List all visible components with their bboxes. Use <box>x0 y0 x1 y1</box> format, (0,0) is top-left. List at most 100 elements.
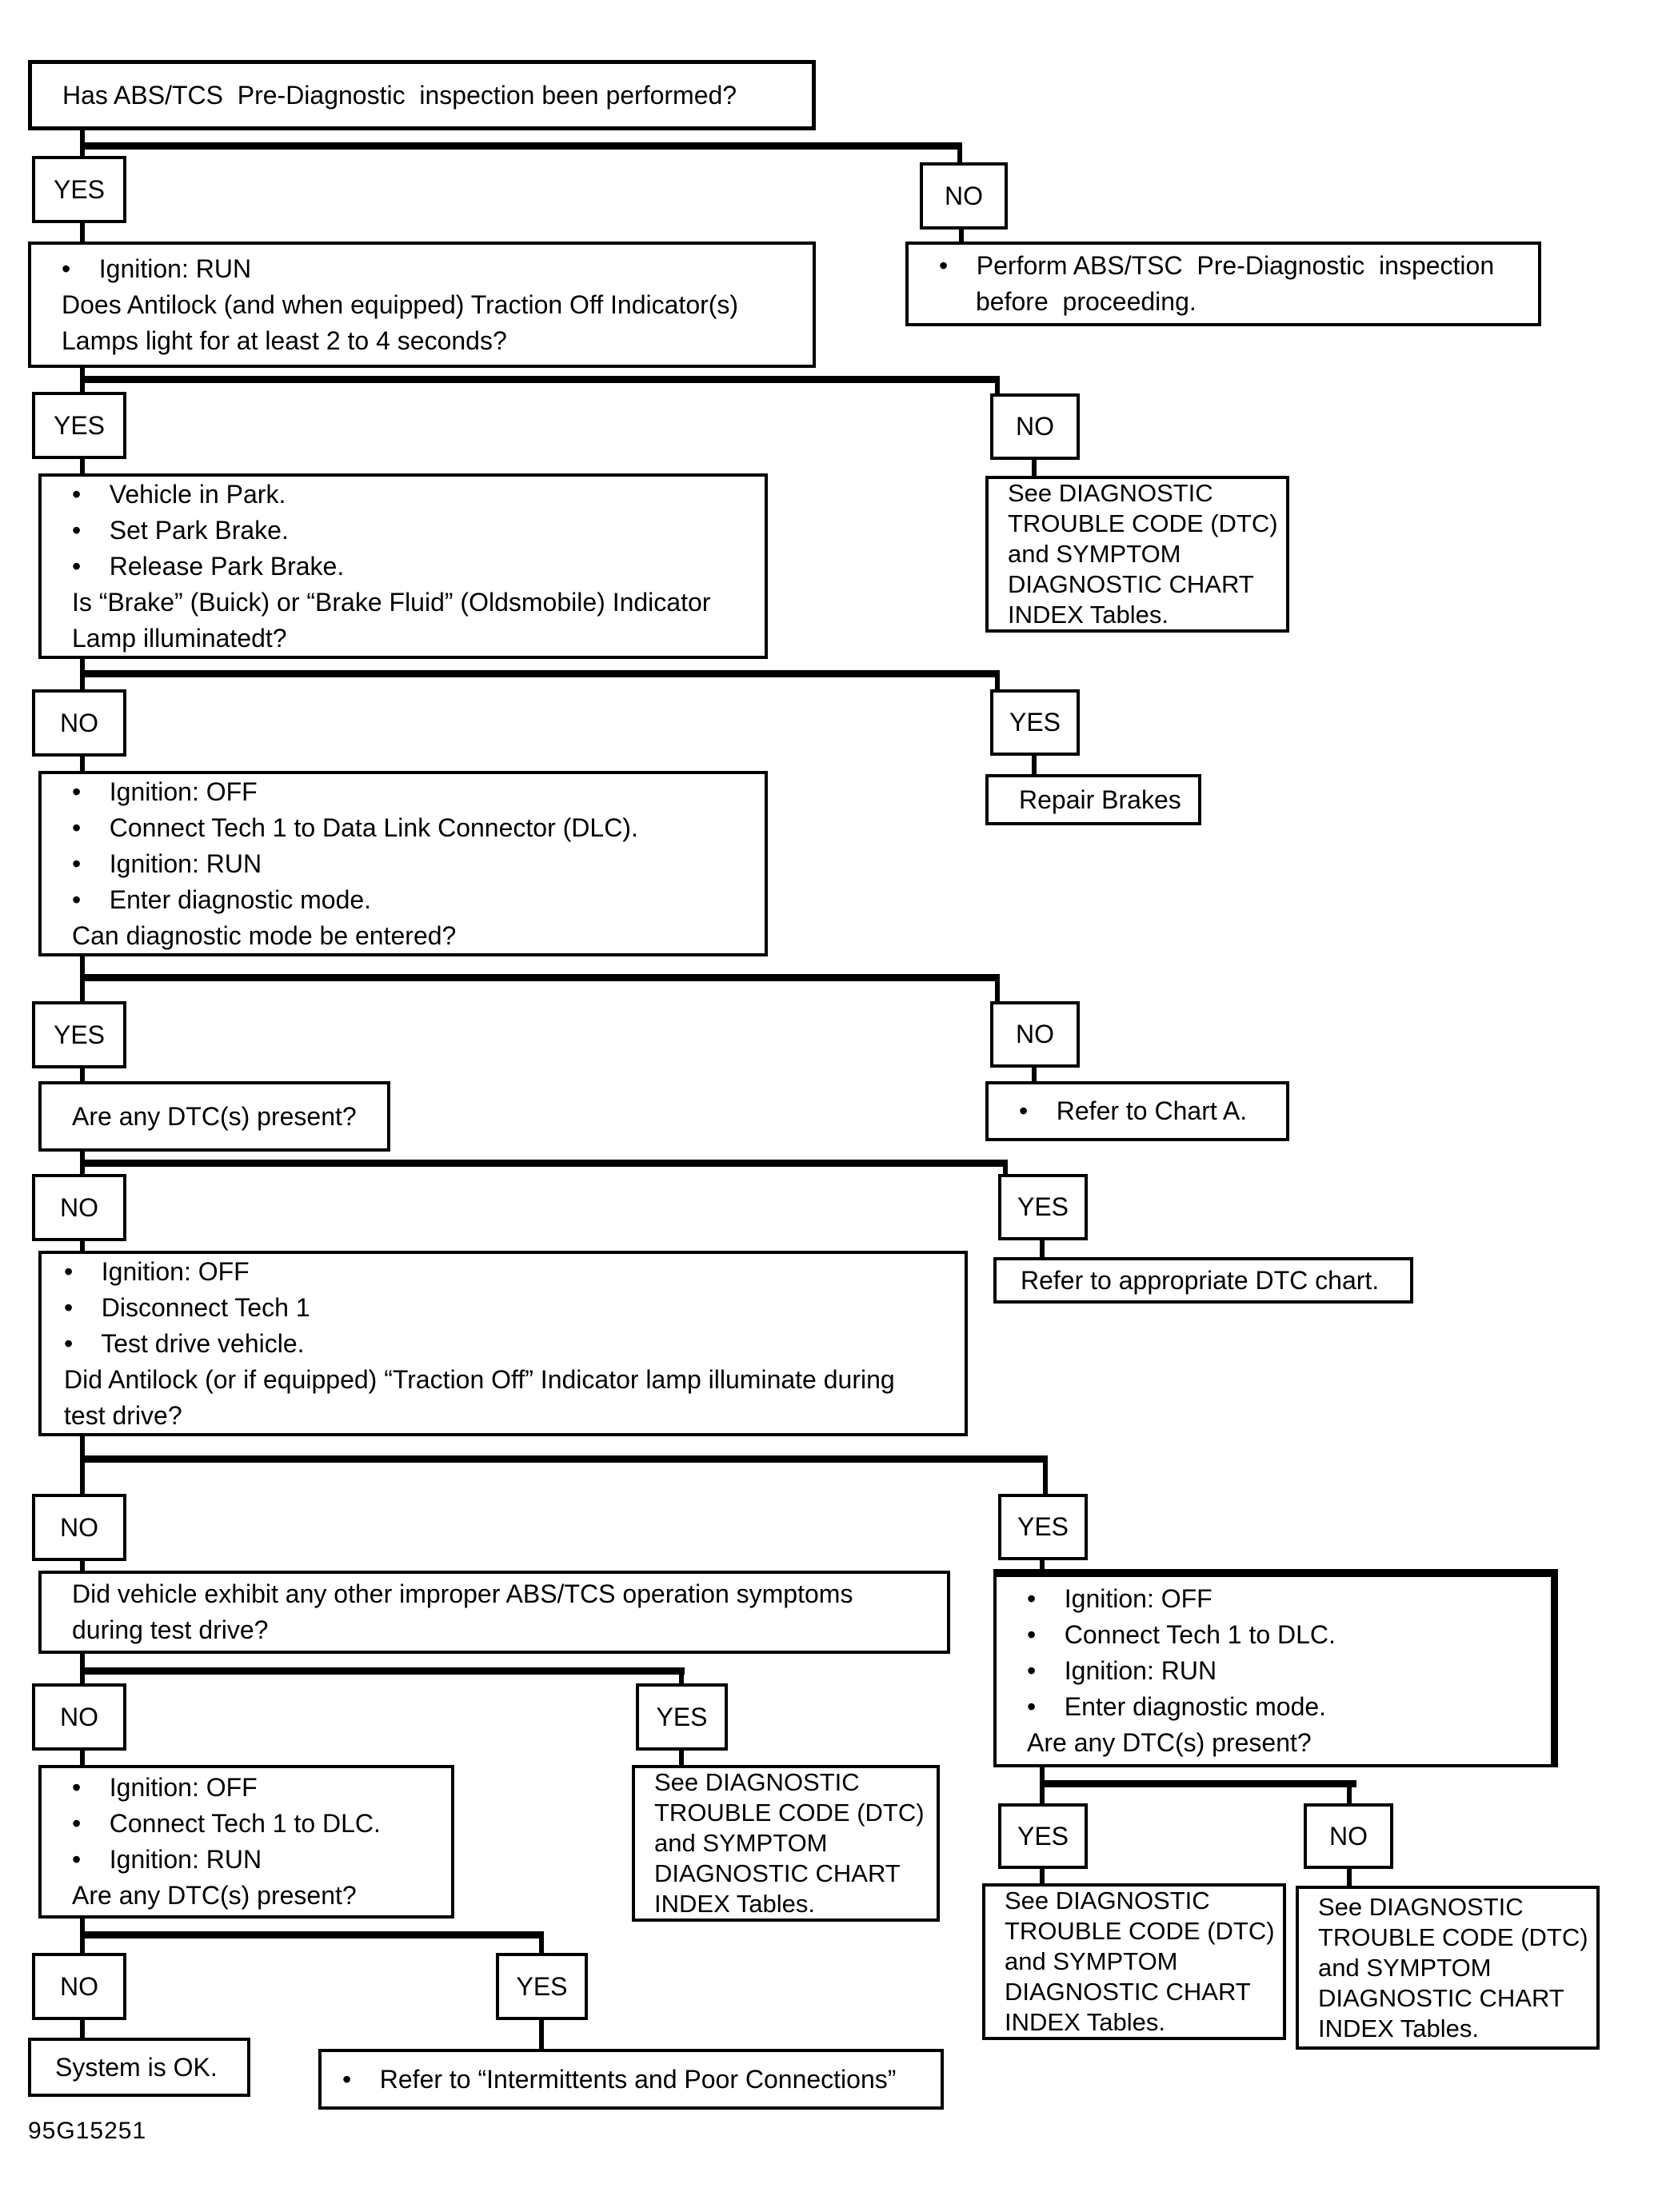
text-line: • Ignition: RUN <box>1027 1655 1217 1685</box>
text-line: and SYMPTOM <box>654 1829 828 1857</box>
text-line: • Connect Tech 1 to DLC. <box>72 1809 381 1838</box>
connector <box>1032 460 1037 476</box>
box-other-symptoms: Did vehicle exhibit any other improper A… <box>38 1571 950 1654</box>
yes-label-8: YES <box>496 1953 588 2020</box>
connector <box>995 383 1000 393</box>
no-label-1: NO <box>920 162 1008 230</box>
text-line: TROUBLE CODE (DTC) <box>1005 1917 1275 1945</box>
connector <box>995 981 1000 1001</box>
connector <box>995 677 1000 689</box>
text-line: INDEX Tables. <box>1008 601 1169 629</box>
text-line: Repair Brakes <box>1019 785 1181 814</box>
yes-label-9: YES <box>998 1803 1088 1869</box>
no-label-3: NO <box>32 689 126 757</box>
connector <box>1040 1240 1045 1257</box>
no-label-4: NO <box>990 1001 1080 1068</box>
box-see-dtc-index-2: See DIAGNOSTIC TROUBLE CODE (DTC) and SY… <box>632 1765 940 1922</box>
box-refer-dtc-chart: Refer to appropriate DTC chart. <box>993 1257 1413 1304</box>
no-label-2: NO <box>990 393 1080 460</box>
connector <box>1032 756 1037 774</box>
text-line: See DIAGNOSTIC <box>1008 479 1213 507</box>
yes-label-7: YES <box>636 1683 728 1751</box>
connector <box>1347 1787 1352 1803</box>
box-park-brake-check: • Vehicle in Park. • Set Park Brake. • R… <box>38 473 768 659</box>
text-line: Are any DTC(s) present? <box>1027 1727 1312 1757</box>
text-line: System is OK. <box>55 2052 218 2082</box>
text-line: • Refer to Chart A. <box>1019 1096 1248 1125</box>
yes-label-6: YES <box>998 1494 1088 1560</box>
box-recheck-dtc: • Ignition: OFF • Connect Tech 1 to DLC.… <box>993 1569 1558 1767</box>
connector <box>80 142 962 150</box>
text-line: • Connect Tech 1 to Data Link Connector … <box>72 813 638 842</box>
text-line: • Refer to “Intermittents and Poor Conne… <box>342 2064 897 2094</box>
text-line: DIAGNOSTIC CHART <box>1005 1978 1251 2006</box>
box-prediagnostic-question: Has ABS/TCS Pre-Diagnostic inspection be… <box>28 60 816 130</box>
connector <box>80 1667 685 1675</box>
text-line: • Ignition: RUN <box>72 1845 262 1874</box>
text-line: • Connect Tech 1 to DLC. <box>1027 1619 1336 1649</box>
box-system-ok: System is OK. <box>28 2038 250 2097</box>
box-see-dtc-index-3: See DIAGNOSTIC TROUBLE CODE (DTC) and SY… <box>982 1883 1286 2040</box>
no-label-6: NO <box>32 1494 126 1561</box>
connector <box>80 223 85 242</box>
text-line: • Ignition: OFF <box>72 777 258 806</box>
connector <box>80 1436 85 1494</box>
text-line: • Enter diagnostic mode. <box>72 884 372 914</box>
text-line: • Test drive vehicle. <box>64 1328 305 1358</box>
text-line: test drive? <box>64 1400 182 1430</box>
yes-label-3: YES <box>990 689 1080 756</box>
text-line: See DIAGNOSTIC <box>654 1768 860 1796</box>
no-label-7: NO <box>32 1683 126 1751</box>
connector <box>679 1751 684 1765</box>
text-line: • Enter diagnostic mode. <box>1027 1691 1327 1721</box>
box-perform-prediagnostic: • Perform ABS/TSC Pre-Diagnostic inspect… <box>905 242 1541 326</box>
text-line: before proceeding. <box>976 287 1197 316</box>
text-line: Are any DTC(s) present? <box>72 1881 357 1910</box>
text-line: Is “Brake” (Buick) or “Brake Fluid” (Old… <box>72 587 711 617</box>
connector <box>80 1068 85 1081</box>
text-line: • Vehicle in Park. <box>72 479 286 509</box>
connector <box>1040 1780 1356 1787</box>
connector <box>80 459 85 473</box>
box-refer-chart-a: • Refer to Chart A. <box>985 1081 1289 1141</box>
text-line: Can diagnostic mode be entered? <box>72 920 457 950</box>
text-line: Are any DTC(s) present? <box>72 1101 357 1131</box>
box-final-dtc-check: • Ignition: OFF • Connect Tech 1 to DLC.… <box>38 1765 454 1919</box>
text-line: TROUBLE CODE (DTC) <box>654 1799 925 1827</box>
yes-label-2: YES <box>32 392 126 459</box>
text-line: INDEX Tables. <box>654 1890 816 1918</box>
text-line: INDEX Tables. <box>1318 2014 1480 2042</box>
text-line: • Release Park Brake. <box>72 551 345 581</box>
connector <box>1040 1869 1045 1883</box>
text-line: • Ignition: OFF <box>72 1773 258 1802</box>
text-line: TROUBLE CODE (DTC) <box>1008 509 1278 537</box>
text-line: Did Antilock (or if equipped) “Traction … <box>64 1364 895 1394</box>
text-line: • Set Park Brake. <box>72 515 289 545</box>
connector <box>80 757 85 771</box>
text-line: Lamp illuminatedt? <box>72 623 287 653</box>
connector <box>959 230 964 242</box>
box-see-dtc-index-4: See DIAGNOSTIC TROUBLE CODE (DTC) and SY… <box>1296 1886 1600 2050</box>
text-line: INDEX Tables. <box>1005 2008 1166 2036</box>
connector <box>539 2020 544 2049</box>
connector <box>80 1455 1048 1463</box>
text-line: DIAGNOSTIC CHART <box>1318 1983 1564 2012</box>
box-enter-diagnostic-mode: • Ignition: OFF • Connect Tech 1 to Data… <box>38 771 768 956</box>
text-line: DIAGNOSTIC CHART <box>654 1859 901 1887</box>
text-line: TROUBLE CODE (DTC) <box>1318 1923 1588 1951</box>
no-label-8: NO <box>32 1953 126 2020</box>
box-any-dtc-present-1: Are any DTC(s) present? <box>38 1081 390 1152</box>
connector <box>957 150 962 162</box>
no-label-9: NO <box>1304 1803 1393 1869</box>
text-line: Does Antilock (and when equipped) Tracti… <box>62 289 739 319</box>
yes-label-1: YES <box>32 156 126 223</box>
text-line: • Ignition: RUN <box>62 254 252 283</box>
text-line: • Ignition: OFF <box>1027 1583 1213 1613</box>
text-line: and SYMPTOM <box>1318 1953 1492 1982</box>
yes-label-5: YES <box>998 1174 1088 1240</box>
yes-label-4: YES <box>32 1001 126 1068</box>
text-line: See DIAGNOSTIC <box>1005 1887 1210 1915</box>
connector <box>80 1561 85 1571</box>
text-line: • Ignition: OFF <box>64 1256 250 1286</box>
